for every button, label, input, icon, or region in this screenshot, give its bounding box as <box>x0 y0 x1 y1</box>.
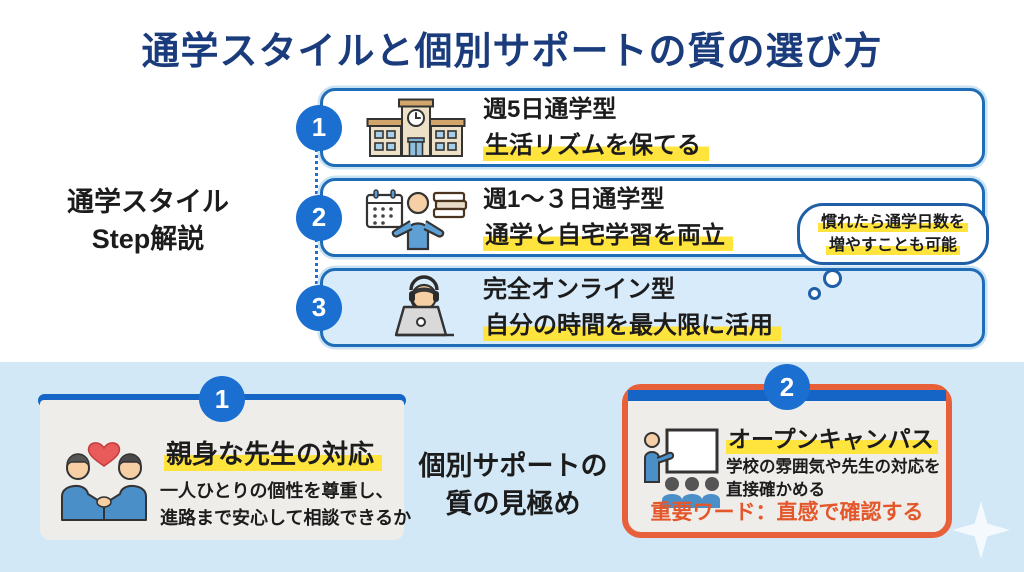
card2-body-line1: 学校の雰囲気や先生の対応を <box>726 458 941 476</box>
calendar-person-books-icon <box>357 185 475 251</box>
card2-body-line2: 直接確かめる <box>726 481 825 500</box>
support-card-open-campus: 2 オープンキャンパス 学校の雰囲気や先生の対応を 直接確かめる <box>622 364 952 538</box>
step3-line1: 完全オンライン型 <box>483 275 675 303</box>
step1-line1: 週5日通学型 <box>483 95 617 123</box>
online-student-laptop-icon <box>357 274 475 341</box>
card-number-badge: 2 <box>764 364 810 410</box>
step3-line2-highlight: 自分の時間を最大限に活用 <box>483 311 781 341</box>
step-number-badge: 1 <box>296 104 342 151</box>
speech-bubble-increase-days: 慣れたら通学日数を 増やすことも可能 <box>797 203 989 265</box>
page-title: 通学スタイルと個別サポートの質の選び方 <box>141 31 883 73</box>
card2-title-highlight: オープンキャンパス <box>726 426 938 454</box>
step-text-week5: 週5日通学型 生活リズムを保てる <box>483 92 709 164</box>
step2-line2-highlight: 通学と自宅学習を両立 <box>483 221 733 251</box>
step-text-online: 完全オンライン型 自分の時間を最大限に活用 <box>483 272 781 344</box>
card2-keyword-text: 重要ワード：直感で確認する <box>650 501 924 524</box>
step2-line1: 週1〜３日通学型 <box>483 185 665 213</box>
support-label-line1: 個別サポートの <box>418 451 608 481</box>
step-box-online: 3 完全オンライン型 自分の時間を最大限に活用 <box>296 268 985 347</box>
step-text-week1to3: 週1〜３日通学型 通学と自宅学習を両立 <box>483 182 733 254</box>
step-number-badge: 3 <box>296 284 342 331</box>
card1-body-text: 一人ひとりの個性を尊重し、 進路まで安心して相談できるか <box>160 478 411 532</box>
handshake-heart-icon <box>56 438 152 527</box>
speech-bubble-tail-dot <box>823 269 842 288</box>
speech-bubble-tail-dot <box>808 287 821 300</box>
steps-label-line1: 通学スタイル <box>67 187 229 217</box>
step1-line2-highlight: 生活リズムを保てる <box>483 131 709 161</box>
support-label-line2: 質の見極め <box>445 488 581 519</box>
school-building-icon <box>357 96 475 160</box>
steps-section-label: 通学スタイル Step解説 <box>38 184 258 259</box>
steps-label-line2: Step解説 <box>91 224 205 255</box>
step-number-badge: 2 <box>296 194 342 241</box>
open-campus-presentation-icon <box>642 428 720 513</box>
card-number-badge: 1 <box>199 376 245 422</box>
step-box-week5: 1 週5 <box>296 88 985 167</box>
bubble-line1: 慣れたら通学日数を <box>817 213 968 232</box>
support-card-teacher: 1 親身な先生の対応 一人ひとりの個性を尊重し、 進路まで安心して相談できるか <box>38 376 411 540</box>
bubble-line2: 増やすことも可能 <box>825 237 960 255</box>
card1-title-highlight: 親身な先生の対応 <box>164 439 383 471</box>
card1-body-line1: 一人ひとりの個性を尊重し、 <box>160 481 394 501</box>
card1-body-line2: 進路まで安心して相談できるか <box>160 508 412 528</box>
card2-body-text: 学校の雰囲気や先生の対応を 直接確かめる <box>726 456 941 503</box>
support-section-label: 個別サポートの 質の見極め <box>408 448 618 524</box>
